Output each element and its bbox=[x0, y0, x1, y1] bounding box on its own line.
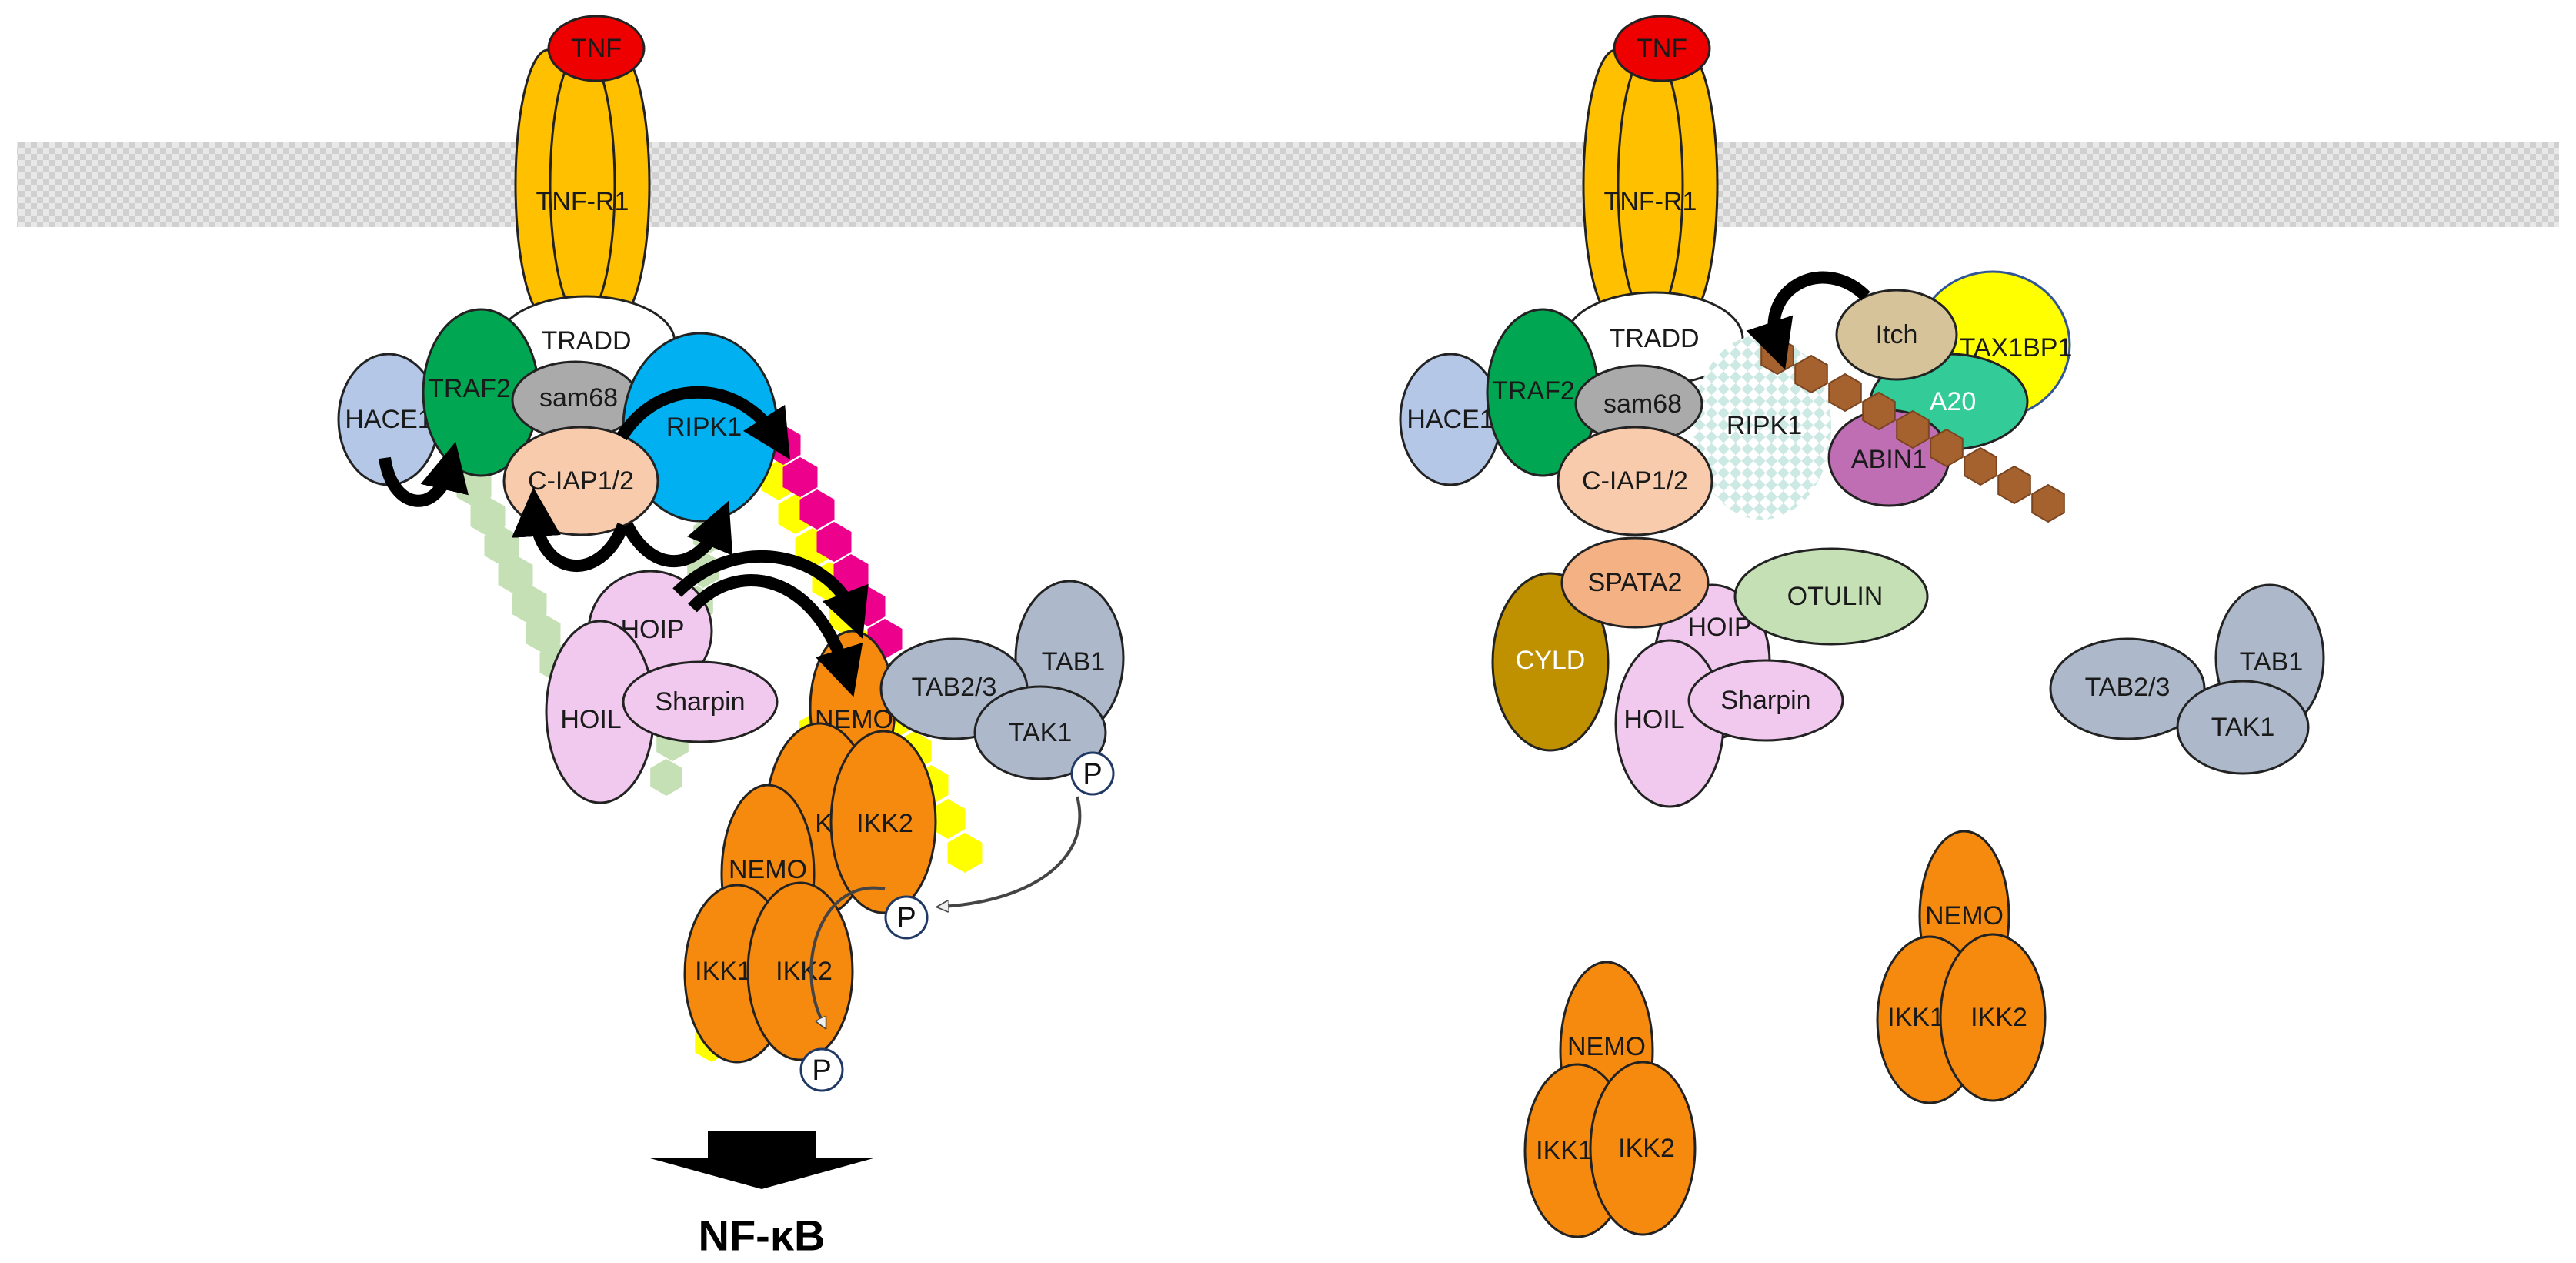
spata2-label: SPATA2 bbox=[1588, 568, 1683, 597]
ikk1-lower-label: IKK1 bbox=[695, 957, 752, 986]
otulin bbox=[1733, 547, 1929, 646]
cyld-label: CYLD bbox=[1516, 646, 1586, 675]
tnf-r1-label: TNF-R1 bbox=[536, 187, 629, 216]
tak1-label-right: TAK1 bbox=[2211, 713, 2275, 742]
nemo-label-right-a: NEMO bbox=[1925, 901, 2004, 931]
a20-label: A20 bbox=[1930, 387, 1977, 416]
ikk2-right-b bbox=[1589, 1061, 1697, 1236]
ubiquitin-unit bbox=[1997, 465, 2031, 505]
tnf-r1-label-right: TNF-R1 bbox=[1604, 187, 1697, 216]
hace1-label-right: HACE1 bbox=[1406, 405, 1493, 434]
traf2-label-right: TRAF2 bbox=[1492, 376, 1575, 406]
svg-text:P: P bbox=[896, 902, 916, 934]
ubiquitin-unit bbox=[2031, 483, 2065, 523]
tnf-r1-receptor: TNF-R1 bbox=[514, 48, 651, 321]
sharpin-label-right: Sharpin bbox=[1720, 686, 1810, 715]
ikk1-label-right-b: IKK1 bbox=[1536, 1136, 1593, 1165]
ubiquitin-unit bbox=[947, 833, 983, 873]
ubiquitin-unit bbox=[484, 526, 519, 566]
tnf-label: TNF bbox=[571, 34, 622, 63]
sam68-label: sam68 bbox=[539, 383, 618, 413]
ciap-to-ripk1-arrow bbox=[616, 386, 790, 460]
ubiquitin-unit bbox=[512, 584, 547, 624]
ubiquitin-unit bbox=[470, 496, 506, 536]
ikk2-lower-label: IKK2 bbox=[776, 957, 833, 986]
tab1-label: TAB1 bbox=[1042, 647, 1106, 677]
itch bbox=[1835, 289, 1958, 381]
otulin-label: OTULIN bbox=[1787, 582, 1884, 611]
phospho-p-ikk2: P bbox=[884, 895, 929, 940]
hace1-label: HACE1 bbox=[345, 405, 432, 434]
spata2 bbox=[1560, 536, 1710, 629]
ikk2-phospho-arrow bbox=[809, 886, 886, 1024]
tnf-r1-receptor-right: TNF-R1 bbox=[1582, 48, 1719, 321]
tradd-label-right: TRADD bbox=[1609, 324, 1699, 353]
sharpin-right bbox=[1687, 659, 1844, 742]
phospho-p-tak1: P bbox=[1070, 751, 1115, 796]
ubiquitin-unit bbox=[526, 613, 561, 653]
ikk2-right-a bbox=[1939, 933, 2047, 1102]
hoil-label: HOIL bbox=[560, 705, 621, 734]
hace1-to-traf2-arrow bbox=[379, 441, 469, 507]
ubiquitin-unit bbox=[650, 759, 682, 796]
ubiquitin-unit bbox=[498, 555, 533, 595]
sharpin-label: Sharpin bbox=[655, 687, 745, 717]
nemo-label-right-b: NEMO bbox=[1567, 1032, 1646, 1061]
sharpin bbox=[622, 660, 779, 743]
tradd-label: TRADD bbox=[541, 326, 631, 356]
output-arrow bbox=[650, 1131, 873, 1189]
ikk2-label-right-a: IKK2 bbox=[1970, 1003, 2027, 1032]
tak1 bbox=[973, 685, 1107, 780]
traf2-label: TRAF2 bbox=[428, 374, 511, 403]
right-panel: TNF-R1 TNF TRADD RIPK1 HACE1 TRAF2 sam68… bbox=[1399, 15, 2325, 1238]
ripk1-label: RIPK1 bbox=[666, 413, 742, 442]
cyld bbox=[1491, 572, 1610, 752]
ciap-label-right: C-IAP1/2 bbox=[1582, 466, 1688, 496]
svg-text:P: P bbox=[1083, 758, 1102, 790]
itch-arrow bbox=[1746, 271, 1870, 370]
left-panel: TNF-R1 TNF TRADD HACE1 TRAF2 sam68 RIPK1… bbox=[337, 15, 1125, 1260]
hoip-secondary-arrow bbox=[672, 550, 869, 639]
phospho-p-ikk-lower: P bbox=[799, 1047, 844, 1092]
svg-text:P: P bbox=[812, 1054, 831, 1087]
tab1-label-right: TAB1 bbox=[2240, 647, 2304, 677]
tnf-ligand-right bbox=[1613, 15, 1711, 82]
ciap-loop-arrow bbox=[621, 500, 733, 568]
ciap-label: C-IAP1/2 bbox=[528, 466, 634, 496]
nf-kb-label: NF-κB bbox=[699, 1211, 826, 1260]
itch-label: Itch bbox=[1876, 320, 1918, 349]
cell-membrane bbox=[17, 142, 2559, 227]
ikk2-upper-label: IKK2 bbox=[856, 809, 913, 838]
tak1-right bbox=[2176, 680, 2310, 775]
ciap1-2-right bbox=[1557, 426, 1713, 536]
tab2-3-label: TAB2/3 bbox=[912, 673, 997, 702]
ubiquitin-unit bbox=[799, 489, 835, 530]
ubiquitin-unit bbox=[1862, 391, 1896, 431]
ikk2-upper bbox=[829, 730, 937, 914]
ciap-to-traf2-arrow bbox=[511, 487, 629, 572]
ubiquitin-unit bbox=[1794, 354, 1828, 394]
tnf-ligand bbox=[547, 15, 646, 82]
nemo-lower-label: NEMO bbox=[729, 855, 807, 884]
hoip-label-right: HOIP bbox=[1687, 613, 1751, 642]
ubiquitin-unit bbox=[930, 799, 966, 839]
ikk1-label-right-a: IKK1 bbox=[1887, 1003, 1944, 1032]
hoil-label-right: HOIL bbox=[1623, 705, 1684, 734]
ubiquitin-unit bbox=[1828, 373, 1862, 413]
tak1-phospho-arrow bbox=[943, 796, 1082, 907]
abin1-label: ABIN1 bbox=[1851, 445, 1927, 474]
ubiquitin-unit bbox=[782, 457, 818, 497]
ikk2-label-right-b: IKK2 bbox=[1618, 1134, 1675, 1163]
ubiquitin-unit bbox=[1964, 446, 1997, 486]
ubiquitin-unit bbox=[816, 522, 852, 562]
ubiquitin-unit bbox=[1930, 428, 1964, 468]
tnf-label-right: TNF bbox=[1637, 34, 1687, 63]
sam68-label-right: sam68 bbox=[1603, 389, 1682, 419]
tab2-3-label-right: TAB2/3 bbox=[2085, 673, 2171, 702]
tak1-label: TAK1 bbox=[1009, 718, 1073, 747]
ripk1-label-right: RIPK1 bbox=[1727, 411, 1802, 440]
ubiquitin-unit bbox=[1896, 409, 1930, 449]
